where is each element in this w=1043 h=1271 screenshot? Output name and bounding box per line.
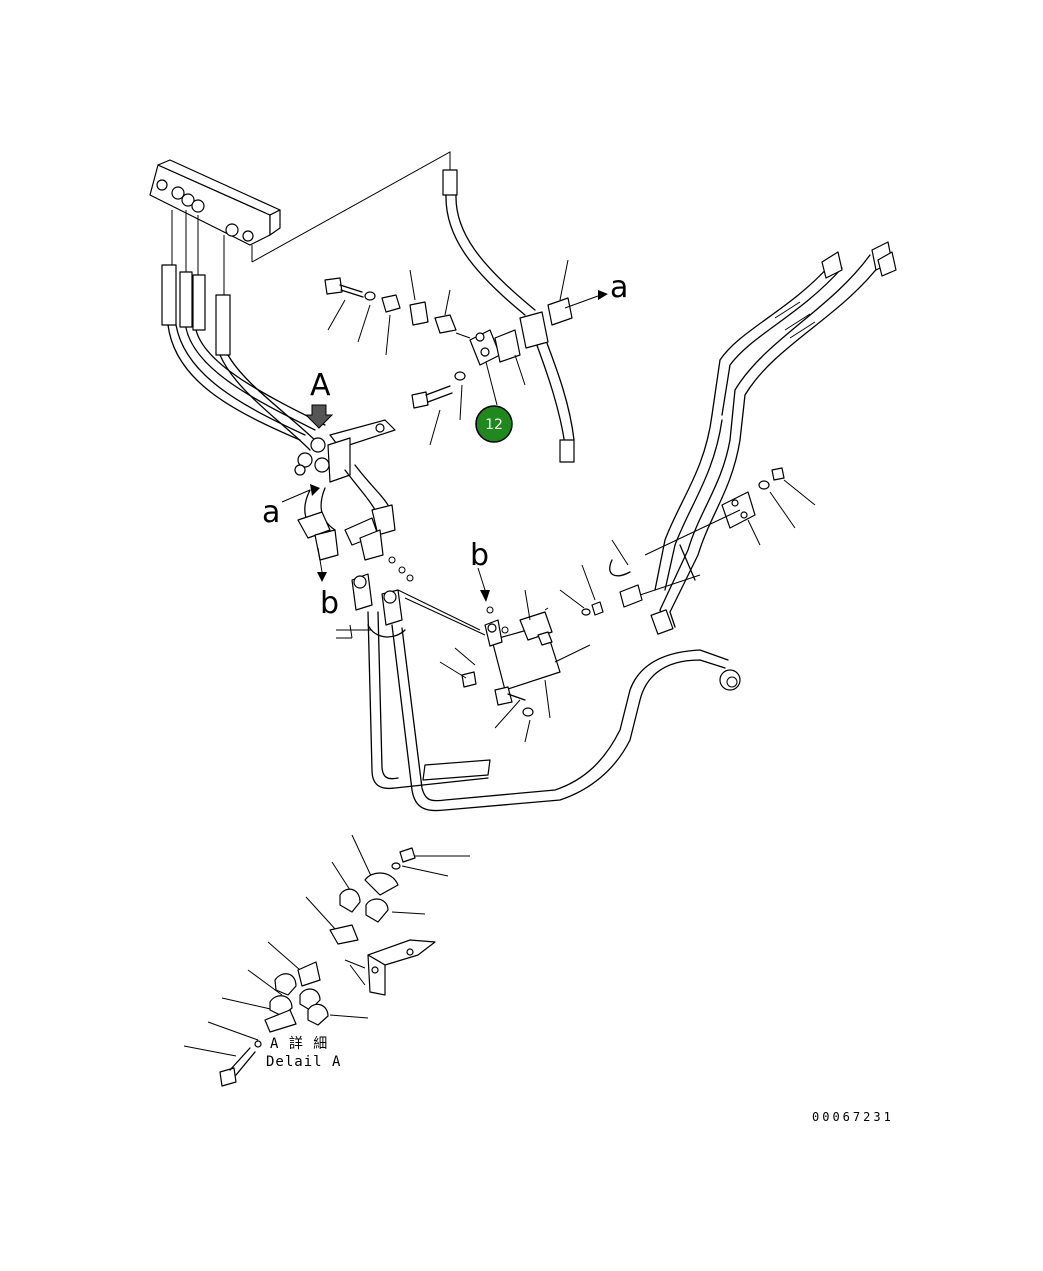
center-bracket-assembly — [294, 404, 414, 582]
callout-number: 12 — [485, 417, 503, 433]
view-a-arrow — [304, 404, 334, 429]
drawing-code: 00067231 — [812, 1110, 894, 1124]
long-return-pipes — [281, 484, 741, 812]
callout-12[interactable]: 12 — [475, 405, 513, 443]
manifold-block — [149, 151, 451, 263]
detail-a-exploded — [183, 834, 470, 1087]
detail-caption-jp: A 詳 細 — [270, 1036, 328, 1052]
manifold-hoses — [161, 210, 326, 451]
view-a-label: A — [310, 368, 331, 403]
upper-hose — [442, 169, 575, 463]
right-pipe-bundle — [609, 241, 897, 635]
ref-b-mid-label: b — [470, 538, 489, 573]
ref-b-left-label: b — [320, 586, 339, 621]
lower-center-bracket — [397, 564, 604, 743]
ref-a-left-label: a — [262, 495, 280, 530]
ref-a-right-label: a — [610, 270, 628, 305]
hardware-group-upper — [324, 259, 608, 446]
detail-caption-en: Delail A — [266, 1054, 341, 1070]
